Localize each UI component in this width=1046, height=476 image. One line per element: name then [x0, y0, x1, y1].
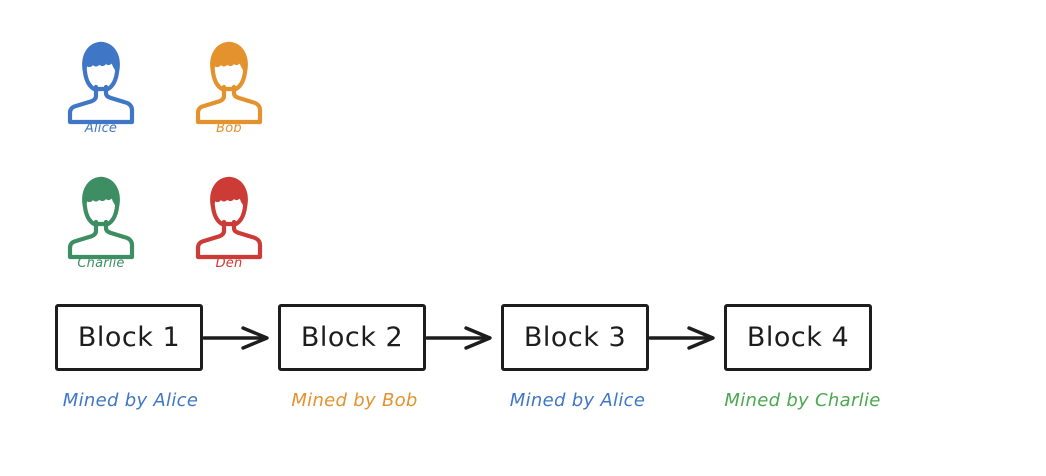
participant-charlie[interactable]: Charlie — [45, 165, 157, 283]
hair-shape — [82, 176, 120, 208]
block-chain: Block 1 Block 2 Block 3 — [55, 304, 885, 374]
participant-name-charlie: Charlie — [77, 256, 125, 271]
hair-shape — [82, 41, 120, 73]
participant-name-den: Den — [215, 256, 243, 271]
arrow-right-icon — [426, 325, 492, 350]
block-group-3: Block 3 — [501, 304, 724, 371]
participant-den[interactable]: Den — [173, 165, 285, 283]
miner-captions: Mined by Alice Mined by Bob Mined by Ali… — [55, 390, 885, 420]
block-4[interactable]: Block 4 — [724, 304, 872, 371]
miner-caption-block-4: Mined by Charlie — [724, 390, 881, 411]
miner-caption-block-1: Mined by Alice — [62, 390, 199, 411]
block-1-label: Block 1 — [77, 322, 181, 353]
participant-alice[interactable]: Alice — [45, 30, 157, 148]
block-3[interactable]: Block 3 — [501, 304, 649, 371]
person-avatar-icon — [195, 41, 263, 125]
block-3-label: Block 3 — [523, 322, 627, 353]
arrow-right-icon — [649, 325, 715, 350]
hair-shape — [210, 176, 248, 208]
block-group-1: Block 1 — [55, 304, 278, 371]
person-avatar-icon — [195, 176, 263, 260]
participant-name-bob: Bob — [216, 121, 242, 136]
hair-shape — [210, 41, 248, 73]
arrow-right-icon — [203, 325, 269, 350]
miner-caption-block-2: Mined by Bob — [291, 390, 418, 411]
block-group-4: Block 4 — [724, 304, 872, 371]
person-avatar-icon — [67, 41, 135, 125]
block-group-2: Block 2 — [278, 304, 501, 371]
participant-name-alice: Alice — [84, 121, 118, 136]
participant-bob[interactable]: Bob — [173, 30, 285, 148]
miner-caption-block-3: Mined by Alice — [509, 390, 646, 411]
block-4-label: Block 4 — [746, 322, 850, 353]
block-2-label: Block 2 — [300, 322, 404, 353]
participants-group: Alice Bob Charlie — [45, 30, 275, 275]
block-1[interactable]: Block 1 — [55, 304, 203, 371]
block-2[interactable]: Block 2 — [278, 304, 426, 371]
person-avatar-icon — [67, 176, 135, 260]
